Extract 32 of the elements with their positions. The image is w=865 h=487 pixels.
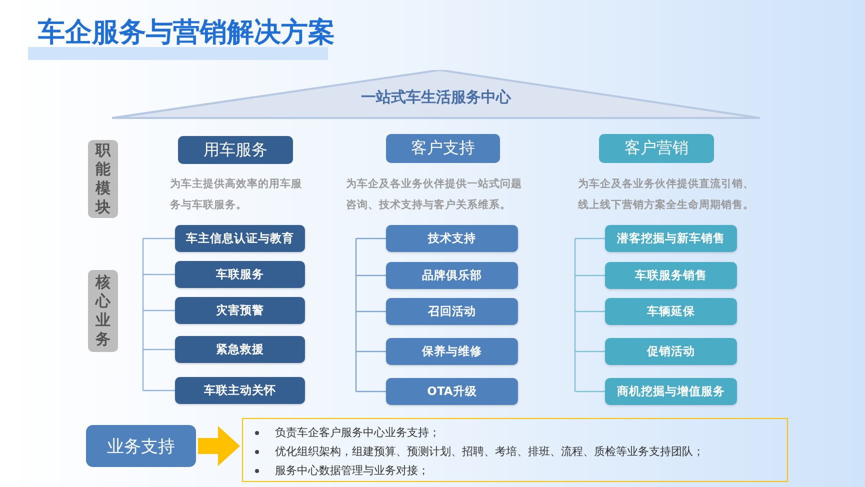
- service-box: 车主信息认证与教育: [175, 225, 305, 252]
- bullet-list-box: [242, 418, 788, 482]
- service-box: 潜客挖掘与新车销售: [605, 225, 737, 252]
- description: 为车主提供高效率的用车服务与车联服务。: [170, 176, 303, 213]
- service-box: 车辆延保: [605, 298, 737, 325]
- service-box: 保养与维修: [386, 338, 518, 365]
- side-label-box: 职能模块: [88, 140, 118, 218]
- bullet-text: 服务中心数据管理与业务对接；: [275, 464, 429, 477]
- service-box: 商机挖掘与增值服务: [605, 378, 737, 405]
- arrow: [198, 426, 240, 466]
- service-box: 紧急救援: [175, 336, 305, 363]
- service-box: 车联服务销售: [605, 262, 737, 289]
- side-label-box: 核心业务: [88, 270, 118, 352]
- category-box: 客户支持: [386, 134, 500, 163]
- service-box: 技术支持: [386, 225, 518, 252]
- service-box: 灾害预警: [175, 297, 305, 324]
- service-box: 品牌俱乐部: [386, 262, 518, 289]
- title: 车企服务与营销解决方案: [38, 16, 335, 50]
- description: 为车企及各业务伙伴提供直流引销、线上线下营销方案全生命周期销售。: [578, 176, 755, 213]
- category-box: 用车服务: [178, 136, 293, 164]
- roof-label: 一站式车生活服务中心: [360, 88, 512, 107]
- service-box: 召回活动: [386, 298, 518, 325]
- service-box: 促销活动: [605, 338, 737, 365]
- roof-triangle: [112, 70, 760, 120]
- category-box: 业务支持: [86, 425, 196, 467]
- bullet-text: 负责车企客户服务中心业务支持；: [275, 426, 440, 439]
- service-box: 车联主动关怀: [175, 377, 305, 404]
- service-box: OTA升级: [386, 378, 518, 405]
- category-box: 客户营销: [599, 134, 714, 163]
- description: 为车企及各业务伙伴提供一站式问题咨询、技术支持与客户关系维系。: [346, 177, 523, 213]
- service-box: 车联服务: [175, 261, 305, 288]
- bullet-text: 优化组织架构，组建预算、预测计划、招聘、考培、排班、流程、质检等业务支持团队；: [275, 445, 704, 458]
